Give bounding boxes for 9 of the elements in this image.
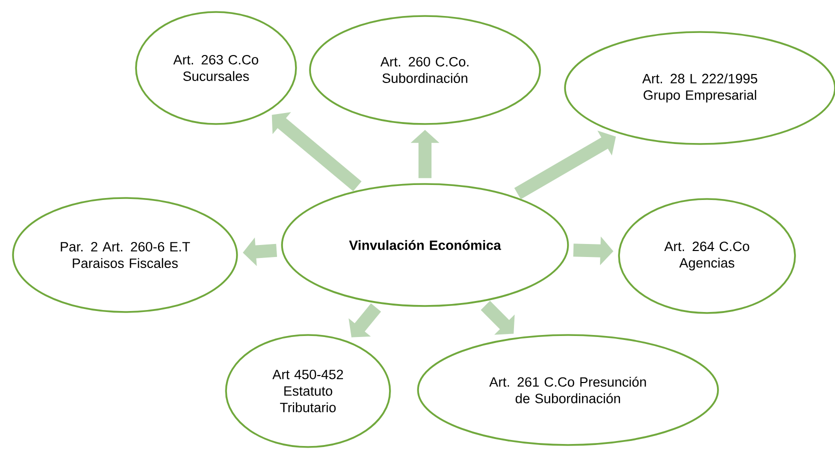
ellipse-node: Vinvulación Económica bbox=[281, 183, 569, 307]
ellipse-node: Art. 263 C.Co Sucursales bbox=[135, 11, 297, 125]
ellipse-node: Art. 264 C.Co Agencias bbox=[618, 198, 796, 314]
ellipse-node: Art. 261 C.Co Presunción de Subordinación bbox=[417, 334, 719, 446]
ellipse-node: Art. 260 C.Co. Subordinación bbox=[309, 15, 541, 125]
ellipse-node: Par. 2 Art. 260-6 E.T Paraisos Fiscales bbox=[12, 197, 238, 313]
block-arrow bbox=[514, 130, 616, 200]
block-arrow bbox=[480, 300, 515, 335]
ellipse-node: Art 450-452 Estatuto Tributario bbox=[225, 334, 391, 448]
